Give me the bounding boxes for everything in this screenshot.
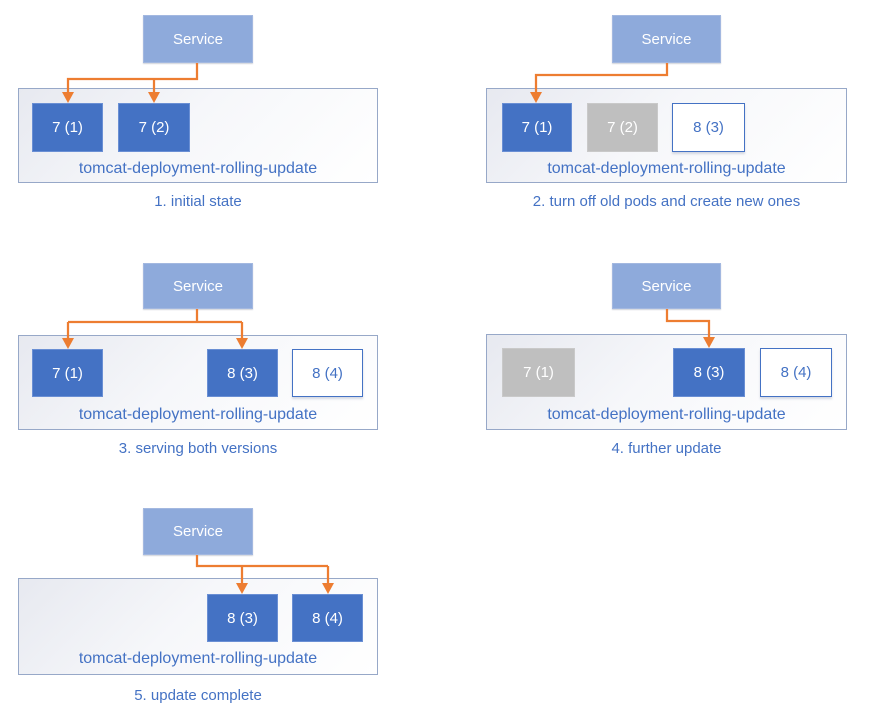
pod-8-4-new: 8 (4) <box>760 348 832 397</box>
pod-7-1: 7 (1) <box>32 103 103 152</box>
pod-7-1: 7 (1) <box>32 349 103 397</box>
pod-label: 7 (2) <box>138 119 170 136</box>
pod-label: 8 (3) <box>693 119 724 136</box>
service-node: Service <box>143 15 253 63</box>
pod-label: 7 (2) <box>607 119 638 136</box>
pod-8-3: 8 (3) <box>207 594 278 642</box>
deployment-label: tomcat-deployment-rolling-update <box>78 406 318 423</box>
pod-label: 8 (3) <box>227 364 258 382</box>
service-label: Service <box>172 277 224 295</box>
pod-label: 7 (1) <box>523 364 554 381</box>
pod-8-3: 8 (3) <box>673 348 745 397</box>
panel-caption: 3. serving both versions <box>118 440 278 457</box>
pod-7-2-inactive: 7 (2) <box>587 103 658 152</box>
deployment-label: tomcat-deployment-rolling-update <box>78 160 318 177</box>
service-label: Service <box>641 30 692 48</box>
pod-label: 8 (3) <box>227 609 258 627</box>
service-label: Service <box>641 277 692 295</box>
service-node: Service <box>612 15 721 63</box>
pod-7-1: 7 (1) <box>502 103 572 152</box>
pod-label: 7 (1) <box>521 119 553 136</box>
pod-7-1-inactive: 7 (1) <box>502 348 575 397</box>
pod-7-2: 7 (2) <box>118 103 190 152</box>
pod-label: 8 (3) <box>693 364 725 381</box>
pod-8-3: 8 (3) <box>207 349 278 397</box>
panel-caption: 4. further update <box>611 440 722 457</box>
service-node: Service <box>612 263 721 309</box>
panel-caption: 5. update complete <box>134 687 262 704</box>
deployment-label: tomcat-deployment-rolling-update <box>78 650 318 667</box>
service-node: Service <box>143 263 253 309</box>
pod-label: 8 (4) <box>312 609 343 627</box>
pod-label: 7 (1) <box>52 119 83 136</box>
pod-8-3-new: 8 (3) <box>672 103 745 152</box>
service-label: Service <box>172 30 224 48</box>
deployment-label: tomcat-deployment-rolling-update <box>547 160 786 177</box>
deployment-label: tomcat-deployment-rolling-update <box>547 406 786 423</box>
panel-caption: 2. turn off old pods and create new ones <box>532 193 801 210</box>
pod-label: 8 (4) <box>780 364 812 381</box>
pod-8-4: 8 (4) <box>292 594 363 642</box>
service-node: Service <box>143 508 253 555</box>
pod-label: 7 (1) <box>52 364 83 382</box>
pod-label: 8 (4) <box>312 364 343 382</box>
panel-caption: 1. initial state <box>154 193 242 210</box>
service-label: Service <box>172 523 224 540</box>
pod-8-4-new: 8 (4) <box>292 349 363 397</box>
